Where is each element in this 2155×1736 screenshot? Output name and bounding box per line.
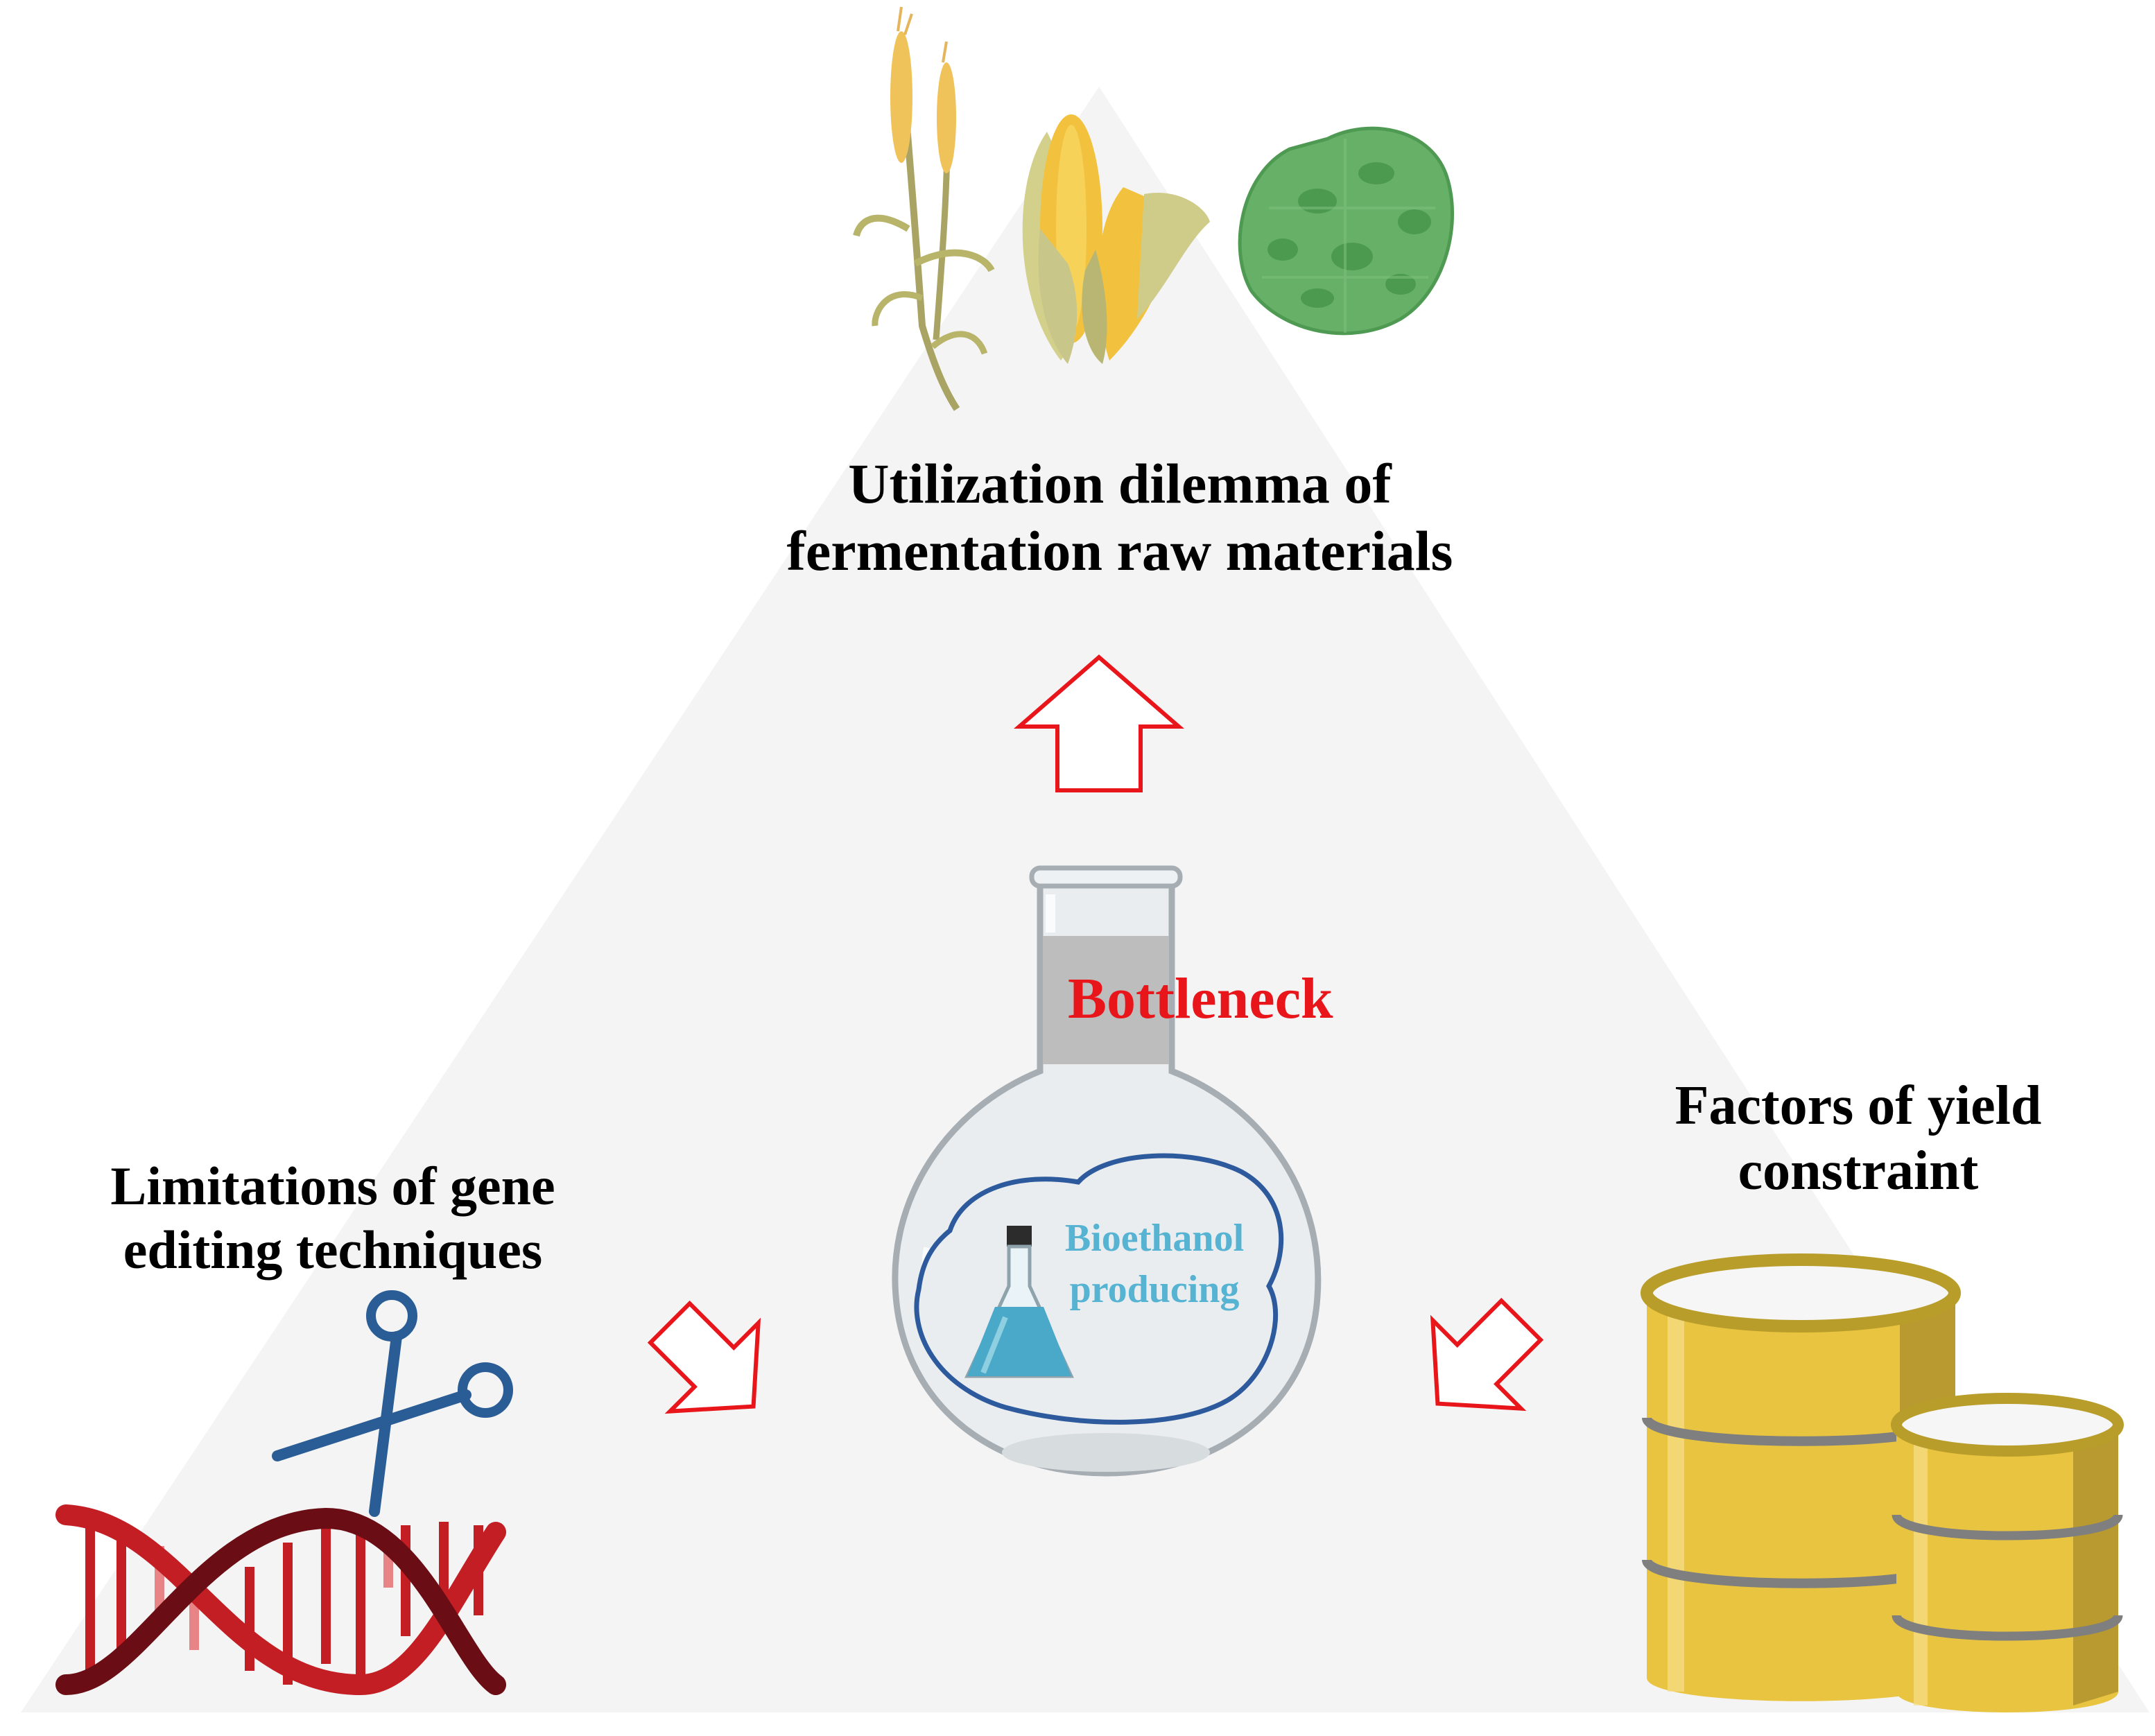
corn-icon (1022, 114, 1210, 364)
raw-materials-line-2: fermentation raw materials (786, 519, 1453, 582)
gene-editing-line-1: Limitations of gene (110, 1156, 555, 1216)
raw-materials-label: Utilization dilemma of fermentation raw … (693, 451, 1546, 585)
algae-cell-icon (1238, 126, 1455, 336)
yield-constraint-label: Factors of yield constraint (1609, 1073, 2108, 1204)
gene-editing-line-2: editing techniques (123, 1219, 543, 1281)
producing-line: producing (1069, 1267, 1240, 1311)
gene-editing-label: Limitations of gene editing techniques (42, 1154, 624, 1282)
dna-helix-icon (55, 1504, 506, 1696)
yield-constraint-line-1: Factors of yield (1674, 1075, 2042, 1136)
bottleneck-label: Bottleneck (1068, 966, 1333, 1031)
small-barrel (1891, 1393, 2124, 1712)
scissors-icon (272, 1290, 513, 1517)
arrow-down-left-icon (647, 1300, 761, 1414)
erlenmeyer-flask-icon (964, 1226, 1074, 1378)
arrow-down-right-icon (1430, 1297, 1544, 1412)
bioethanol-line: Bioethanol (1064, 1217, 1245, 1260)
bioethanol-producing-label: Bioethanol producing (1044, 1213, 1265, 1316)
wheat-icon (853, 6, 995, 411)
raw-materials-line-1: Utilization dilemma of (848, 452, 1392, 515)
oil-barrels-icon (1641, 1253, 2124, 1712)
arrow-up-icon (1013, 654, 1185, 792)
yield-constraint-line-2: constraint (1738, 1140, 1979, 1202)
